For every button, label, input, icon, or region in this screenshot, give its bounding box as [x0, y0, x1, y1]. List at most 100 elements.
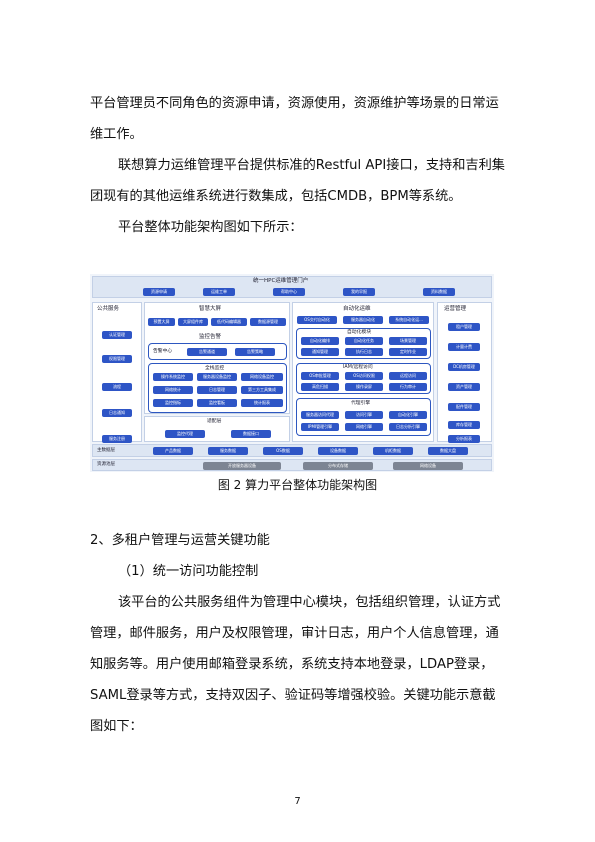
adapter-item: 数据接口 [231, 430, 271, 438]
full-stack-title: 全栈监控 [205, 366, 225, 371]
ops-item: 分析报表 [448, 435, 480, 443]
auto-item: 通知管理 [301, 348, 339, 356]
full-item: 监控看板 [197, 399, 237, 407]
adapter-item: 监控代理 [165, 430, 205, 438]
resource-pool-bar: 资源池层 开放服务器设备 分布式存储 网络设备 [92, 459, 492, 471]
engine-item: 自动化引擎 [389, 411, 427, 419]
engine-item: 访问引擎 [345, 411, 383, 419]
master-item: 服务数据 [208, 447, 248, 455]
full-item: 网络设备监控 [241, 373, 283, 381]
resource-item: 网络设备 [393, 462, 463, 470]
master-item: 机柜数据 [373, 447, 413, 455]
page-number: 7 [294, 796, 301, 807]
auto-module-box: 自动化模块 自动化编排 自动化任务 场景管理 通知管理 执行日志 定时作业 [296, 328, 431, 359]
iam-item: OS访问权限 [345, 372, 383, 380]
public-item: 权限管理 [102, 355, 132, 363]
master-item: 设备数据 [318, 447, 358, 455]
master-item: 数据大盘 [428, 447, 468, 455]
figure-caption: 图 2 算力平台整体功能架构图 [217, 478, 378, 492]
iam-item: 高危扫描 [301, 383, 339, 391]
smart-item: 大屏组件库 [178, 318, 208, 326]
ops-item: DC机房管理 [448, 363, 480, 371]
portal-bar: 统一HPC运维管理门户 资源申请 运维工单 帮助中心 我的早报 资料数据 [92, 276, 492, 298]
auto-top-item: OS交付自动化 [297, 316, 337, 324]
paragraph-4: 该平台的公共服务组件为管理中心模块，包括组织管理，认证方式管理，邮件服务，用户及… [90, 595, 501, 734]
public-item: 认证管理 [102, 331, 132, 339]
auto-top-item: 服务器自动化 [343, 316, 383, 324]
adapter-panel: 适配层 监控代理 数据接口 [144, 416, 290, 442]
engine-item: 服务器访问代理 [301, 411, 339, 419]
smart-screen-panel: 智慧大屏 预置大屏 大屏组件库 低代码编辑器 数据源管理 监控告警 告警中心 告… [144, 302, 290, 414]
auto-item: 自动化编排 [301, 337, 339, 345]
automation-title: 自动化运维 [343, 306, 371, 312]
paragraph-1: 平台管理员不同角色的资源申请，资源使用，资源维护等场景的日常运维工作。 [90, 96, 499, 142]
public-item: 服务注册 [102, 435, 132, 443]
iam-item: OS审批管理 [301, 372, 339, 380]
public-services-title: 公共服务 [97, 306, 120, 312]
full-item: 网络统计 [153, 386, 193, 394]
ops-item: 资产管理 [448, 383, 480, 391]
full-item: 日志管理 [197, 386, 237, 394]
ops-item: 配件管理 [448, 403, 480, 411]
engine-title: 代理引擎 [351, 401, 371, 406]
portal-item: 运维工单 [203, 288, 235, 296]
auto-item: 执行日志 [345, 348, 383, 356]
monitor-title: 监控告警 [199, 334, 222, 340]
master-item: 产品数据 [153, 447, 193, 455]
full-item: 第三方工具集成 [241, 386, 283, 394]
resource-pool-title: 资源池层 [97, 462, 115, 467]
portal-item: 帮助中心 [273, 288, 305, 296]
full-item: 服务器设备监控 [197, 373, 237, 381]
engine-item: 日志分析引擎 [389, 423, 427, 431]
full-item: 监控指标 [153, 399, 193, 407]
section-heading: 2、多租户管理与运营关键功能 [90, 533, 270, 548]
iam-title: IAM/远程访问 [343, 365, 373, 370]
public-item: 日志通知 [102, 409, 132, 417]
smart-item: 数据源管理 [250, 318, 286, 326]
engine-box: 代理引擎 服务器访问代理 访问引擎 自动化引擎 IPMI管理引擎 网络引擎 日志… [296, 398, 431, 436]
public-item: 流程 [102, 383, 132, 391]
public-services-panel: 公共服务 认证管理 权限管理 流程 日志通知 服务注册 [92, 302, 142, 443]
smart-item: 预置大屏 [148, 318, 175, 326]
resource-item: 开放服务器设备 [203, 462, 281, 470]
adapter-title: 适配层 [207, 419, 222, 424]
full-item: 操作系统监控 [153, 373, 193, 381]
ops-item: 租户管理 [448, 323, 480, 331]
auto-item: 自动化任务 [345, 337, 383, 345]
portal-title: 统一HPC运维管理门户 [253, 278, 309, 284]
iam-item: 远程访问 [389, 372, 427, 380]
full-item: 统计报表 [241, 399, 283, 407]
full-stack-box: 全栈监控 操作系统监控 服务器设备监控 网络设备监控 网络统计 日志管理 第三方… [148, 363, 287, 413]
iam-item: 行为审计 [389, 383, 427, 391]
alarm-center-box: 告警中心 告警通道 告警策略 [148, 343, 287, 360]
operations-title: 运营管理 [444, 306, 467, 312]
paragraph-3: 平台整体功能架构图如下所示： [118, 220, 303, 235]
automation-panel: 自动化运维 OS交付自动化 服务器自动化 系统自动化运... 自动化模块 自动化… [292, 302, 434, 442]
master-data-bar: 主数据层 产品数据 服务数据 OS数据 设备数据 机柜数据 数据大盘 [92, 444, 492, 457]
operations-panel: 运营管理 租户管理 计量计费 DC机房管理 资产管理 配件管理 库存管理 分析报… [437, 302, 492, 443]
subsection-heading: （1）统一访问功能控制 [118, 564, 259, 579]
iam-item: 操作录屏 [345, 383, 383, 391]
auto-item: 场景管理 [389, 337, 427, 345]
engine-item: 网络引擎 [345, 423, 383, 431]
ops-item: 库存管理 [448, 421, 480, 429]
architecture-figure: 统一HPC运维管理门户 资源申请 运维工单 帮助中心 我的早报 资料数据 公共服… [90, 274, 494, 472]
paragraph-2: 联想算力运维管理平台提供标准的Restful API接口，支持和吉利集团现有的其… [90, 158, 505, 204]
auto-item: 定时作业 [389, 348, 427, 356]
engine-item: IPMI管理引擎 [301, 423, 339, 431]
alarm-center-title: 告警中心 [153, 349, 173, 354]
master-item: OS数据 [263, 447, 303, 455]
auto-top-item: 系统自动化运... [389, 316, 429, 324]
smart-screen-title: 智慧大屏 [199, 306, 222, 312]
iam-box: IAM/远程访问 OS审批管理 OS访问权限 远程访问 高危扫描 操作录屏 行为… [296, 363, 431, 394]
alarm-item: 告警策略 [235, 348, 275, 356]
ops-item: 计量计费 [448, 343, 480, 351]
portal-item: 我的早报 [343, 288, 375, 296]
alarm-item: 告警通道 [187, 348, 227, 356]
auto-module-title: 自动化模块 [347, 330, 371, 335]
master-data-title: 主数据层 [97, 448, 115, 453]
portal-item: 资源申请 [143, 288, 175, 296]
resource-item: 分布式存储 [303, 462, 373, 470]
portal-item: 资料数据 [423, 288, 455, 296]
smart-item: 低代码编辑器 [211, 318, 247, 326]
